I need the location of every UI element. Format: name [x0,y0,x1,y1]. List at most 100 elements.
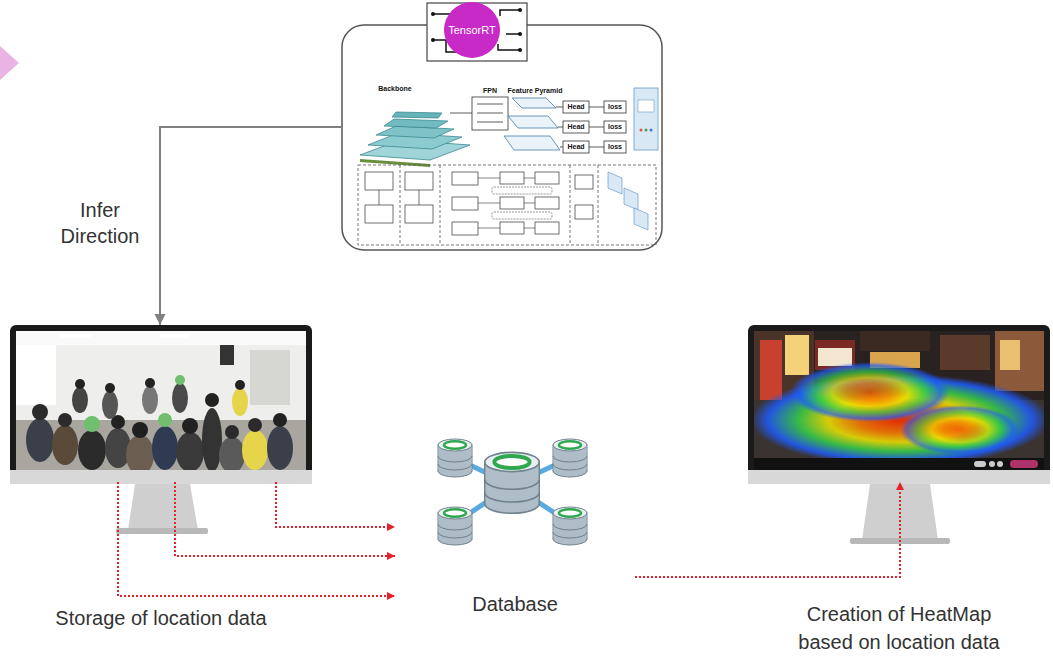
network-architecture-part [365,205,393,223]
side-chevron [0,46,19,80]
network-architecture-part [500,172,524,184]
camera-monitor-shape-part [16,420,306,470]
network-architecture-part [624,188,638,210]
tensorrt-chip-part [518,8,522,12]
tensorrt-chip-part [506,33,520,35]
flow-connector [635,482,900,577]
network-architecture-part [589,127,604,128]
caption-text: Storage of location data [10,605,312,631]
camera-monitor-shape-part [32,404,48,420]
camera-monitor-shape-part [72,387,88,413]
network-architecture-part [478,178,500,179]
camera-monitor-shape-part [128,484,198,530]
camera-monitor-shape-part [105,383,115,393]
network-architecture-part [524,203,535,204]
figure-label: loss [608,103,622,111]
edge-label: Infer Direction [40,197,160,249]
database-icon-part [553,439,587,477]
camera-monitor-shape-part [182,418,198,434]
network-architecture-part [492,187,552,194]
camera-monitor-shape-part [232,388,248,416]
network-architecture-part [563,141,589,153]
network-architecture-part [645,129,648,132]
camera-monitor-shape-part [158,413,172,427]
network-architecture-part [604,121,626,133]
network-architecture-part [634,88,658,150]
network-architecture-part [604,101,626,113]
database-icon-part [553,507,587,545]
camera-monitor-shape-part [219,437,245,470]
camera-monitor-shape-part [142,386,158,414]
network-architecture-part [500,197,524,209]
network-architecture-part [405,205,433,223]
camera-monitor-shape-part [75,379,85,389]
camera-monitor-shape-part [176,432,204,470]
arrow-head [155,314,166,325]
heatmap-monitor: Creation of HeatMap based on location da… [748,325,1050,482]
camera-monitor-shape-part [126,435,154,470]
flow-connector [175,482,395,556]
network-architecture-part [504,136,560,150]
camera-monitor-shape-part [160,334,190,338]
database-icon-part [438,439,472,477]
network-architecture-part [358,165,656,245]
database-icon-part [438,507,472,545]
camera-monitor-shape-part [172,383,188,413]
flow-connector [118,482,395,596]
camera-monitor-shape-part [220,345,234,365]
figure-label: Head [567,103,584,111]
network-architecture-part [392,112,442,118]
camera-monitor-shape-part [225,425,239,439]
network-architecture-part [524,228,535,229]
network-architecture-part [575,205,593,219]
heatmap-monitor-shape-part [760,340,782,400]
camera-monitor-shape [10,325,312,534]
heatmap-monitor-shape-part [989,461,995,467]
network-architecture-part [589,107,604,108]
arrow-head [387,523,395,531]
camera-monitor-shape-part [248,418,262,432]
network-architecture-part [478,203,500,204]
tensorrt-chip-part [444,2,500,58]
network-architecture-part [472,97,508,130]
camera-monitor: Storage of location data [10,325,312,482]
camera-monitor-shape-part [242,430,268,470]
network-architecture-part [376,126,454,138]
network-architecture-part [492,212,552,219]
heatmap-monitor-shape-part [997,461,1003,467]
network-architecture-part [535,172,559,184]
flow-connector [160,127,342,325]
tensorrt-chip-part [431,38,435,42]
camera-monitor-shape-part [205,393,219,407]
heatmap-monitor-shape [748,325,1050,544]
heatmap-monitor-shape-part [748,325,1050,482]
camera-monitor-shape-part [202,408,222,470]
figure-label: Backbone [378,85,411,93]
tensorrt-chip-part [500,10,520,16]
camera-monitor-shape-part [16,331,306,470]
camera-monitor-shape-part [235,380,245,390]
network-architecture-part [640,129,643,132]
network-architecture-part [604,141,626,153]
network-architecture-part [598,165,599,245]
network-architecture-part [570,165,571,245]
camera-monitor-shape-part [102,391,118,419]
heatmap-monitor-shape-part [974,461,986,467]
network-architecture-part [452,222,478,235]
tensorrt-chip [427,2,527,61]
network-architecture-part [405,172,433,190]
database-node: Database [395,435,635,620]
network-architecture-part [477,113,503,114]
figure-label: FPN [483,87,497,95]
camera-monitor-shape-part [60,334,90,338]
figure-label: Feature Pyramid [508,87,563,95]
arrow-head [387,552,395,560]
network-architecture-part [400,165,401,245]
heatmap-monitor-shape-part [900,405,1020,455]
camera-monitor-shape-part [52,425,78,465]
network-architecture-part [634,208,648,230]
